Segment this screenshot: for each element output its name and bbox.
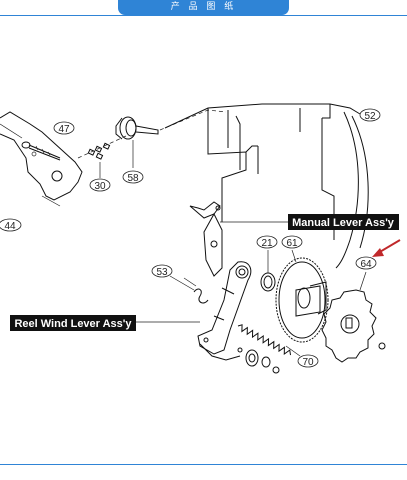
svg-text:64: 64 xyxy=(360,259,372,270)
svg-text:70: 70 xyxy=(302,357,314,368)
footer-rule xyxy=(0,464,407,465)
washer-21 xyxy=(260,250,276,292)
svg-text:53: 53 xyxy=(156,267,168,278)
svg-text:Manual Lever Ass'y: Manual Lever Ass'y xyxy=(292,217,395,229)
callout-53: 53 xyxy=(151,264,173,278)
svg-text:47: 47 xyxy=(58,124,70,135)
spring-70 xyxy=(237,324,301,357)
screw-47 xyxy=(21,141,61,161)
svg-text:58: 58 xyxy=(127,173,139,184)
svg-text:30: 30 xyxy=(94,181,106,192)
bearing-58 xyxy=(115,116,159,168)
svg-text:61: 61 xyxy=(286,238,298,249)
svg-text:Reel Wind Lever Ass'y: Reel Wind Lever Ass'y xyxy=(14,318,132,330)
callout-58: 58 xyxy=(122,170,144,184)
svg-text:44: 44 xyxy=(4,221,16,232)
reel-wind-lever-part xyxy=(136,261,252,361)
header-title-tab: 产 品 图 纸 xyxy=(118,0,289,15)
callout-70: 70 xyxy=(297,354,319,368)
reel-wind-lever-label: Reel Wind Lever Ass'y xyxy=(10,315,136,331)
callout-61: 61 xyxy=(281,235,303,249)
sprocket-64 xyxy=(321,271,386,363)
small-parts xyxy=(237,347,280,374)
manual-lever-part xyxy=(189,201,288,277)
callout-21: 21 xyxy=(256,235,278,249)
callout-30: 30 xyxy=(89,178,111,192)
red-arrow-icon xyxy=(372,239,401,257)
manual-lever-label: Manual Lever Ass'y xyxy=(288,214,399,230)
svg-text:52: 52 xyxy=(364,111,376,122)
callout-47: 47 xyxy=(53,121,75,135)
gear-61 xyxy=(275,249,329,343)
callout-52: 52 xyxy=(359,108,381,122)
callout-64: 64 xyxy=(355,256,377,270)
spring-53 xyxy=(169,275,209,304)
callout-44: 44 xyxy=(0,218,22,232)
frame-bracket xyxy=(0,111,83,207)
pins-30 xyxy=(87,142,111,178)
header-rule xyxy=(0,15,407,16)
svg-text:21: 21 xyxy=(261,238,273,249)
